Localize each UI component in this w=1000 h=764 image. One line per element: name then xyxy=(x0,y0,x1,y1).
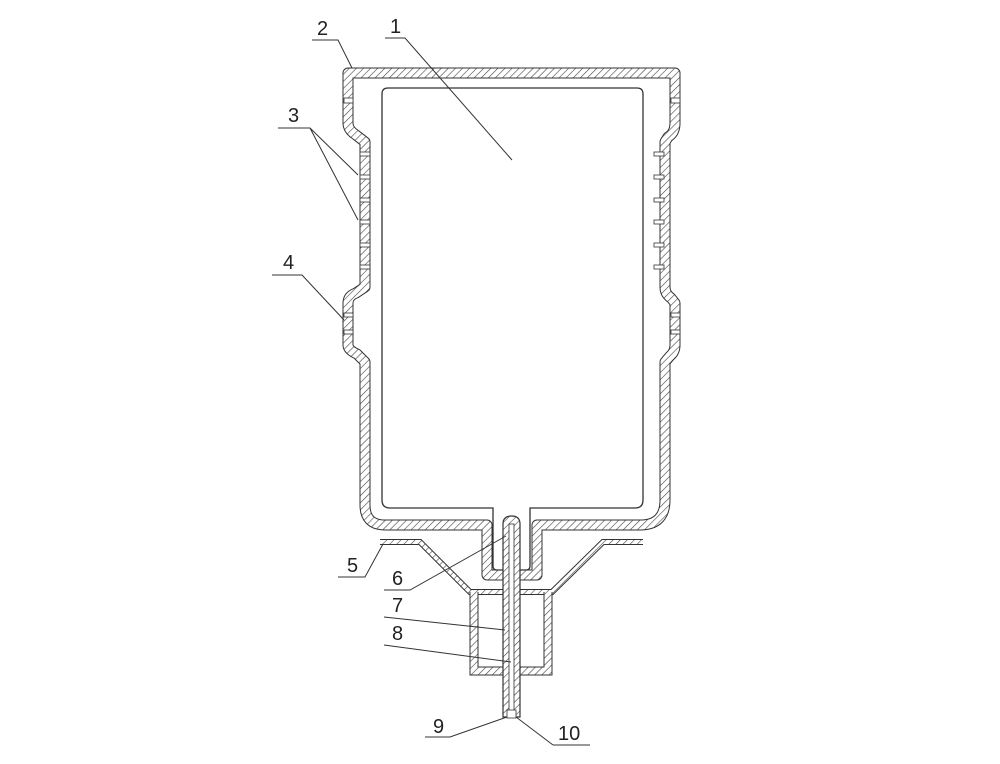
label-10: 10 xyxy=(558,723,580,745)
label-1: 1 xyxy=(390,16,401,38)
outer-shell xyxy=(342,67,681,581)
label-7: 7 xyxy=(392,595,403,617)
label-9: 9 xyxy=(433,716,444,738)
needle-tube xyxy=(502,515,521,719)
label-6: 6 xyxy=(392,568,403,590)
label-4: 4 xyxy=(283,252,294,274)
leader-lines xyxy=(272,37,590,746)
label-3: 3 xyxy=(288,105,299,127)
label-5: 5 xyxy=(347,555,358,577)
inner-bag xyxy=(381,87,644,571)
label-8: 8 xyxy=(392,623,403,645)
vent-holes xyxy=(343,97,681,335)
label-2: 2 xyxy=(317,18,328,40)
